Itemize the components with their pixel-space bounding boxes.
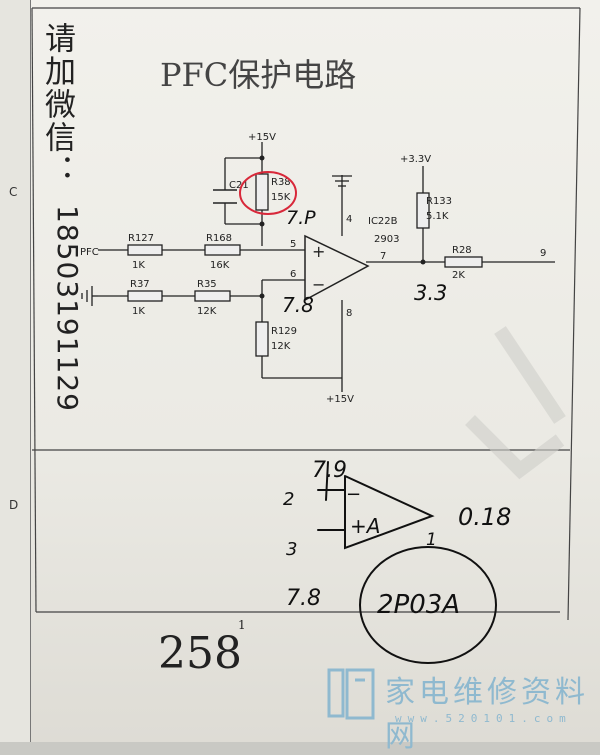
- pfc-input-label: PFC: [80, 247, 99, 258]
- hw-out-voltage: 3.3: [414, 281, 447, 305]
- hw-small-plus-voltage: 7.9: [312, 458, 347, 483]
- hw-pin5-voltage: 7.P: [286, 207, 316, 229]
- capacitor-c21: [213, 189, 237, 204]
- section-letter-c: C: [9, 185, 18, 199]
- resistor-r129: [255, 321, 269, 357]
- pin-minus: 6: [290, 269, 296, 280]
- junction-dots: [259, 155, 426, 299]
- wechat-number: 18503191129: [51, 205, 84, 412]
- watermark-site-name: 家电维修资料网: [385, 675, 589, 754]
- hw-pin-2: 2: [283, 489, 294, 510]
- circuit-labels: +15V +15V +3.3V PFC C21 R38 15K R127 1K …: [80, 132, 546, 405]
- page-number: 258: [158, 628, 242, 679]
- pin-gnd: 8: [346, 308, 352, 319]
- resistor-r133: [416, 192, 430, 229]
- ic-name: IC22B: [368, 216, 398, 227]
- r168-name: R168: [206, 233, 232, 244]
- r35-value: 12K: [197, 306, 217, 317]
- opamp-plus-sign: +: [312, 242, 325, 261]
- handwritten-opamp-sketch: [317, 461, 497, 664]
- r37-name: R37: [130, 279, 150, 290]
- section-letter-d: D: [9, 498, 19, 512]
- out-node-label: 9: [540, 248, 546, 259]
- v33-label: +3.3V: [400, 154, 431, 165]
- hw-small-minus-voltage: 7.8: [286, 586, 321, 611]
- resistor-r28: [444, 256, 483, 268]
- watermark-url: www.520101.com: [395, 712, 572, 725]
- page-title: PFC保护电路: [160, 56, 356, 94]
- resistor-r127: [127, 244, 163, 256]
- resistor-r37: [127, 290, 163, 302]
- hw-small-minus-sign: −: [346, 484, 361, 505]
- vplus-top-label: +15V: [248, 132, 276, 143]
- left-margin-strip: [0, 0, 31, 742]
- hw-chip-label: 2P03A: [377, 590, 460, 620]
- pin-plus: 5: [290, 239, 296, 250]
- r28-value: 2K: [452, 270, 465, 281]
- r28-name: R28: [452, 245, 472, 256]
- resistor-r38: [255, 173, 269, 211]
- r168-value: 16K: [210, 260, 230, 271]
- red-highlight-circle: [239, 171, 297, 215]
- handwritten-notes: 7.P 7.8 3.3 7.9 2 3 7.8 − +A 1 0.18 2P03…: [282, 207, 511, 620]
- r37-value: 1K: [132, 306, 145, 317]
- vplus-bottom-label: +15V: [326, 394, 354, 405]
- wires: [81, 142, 555, 392]
- hw-small-plus-sign: +A: [350, 514, 380, 538]
- r38-name: R38: [271, 177, 291, 188]
- pin-vcc: 4: [346, 214, 352, 225]
- resistor-r35: [194, 290, 231, 302]
- resistors: [127, 173, 483, 357]
- ic-part: 2903: [374, 234, 399, 245]
- r129-name: R129: [271, 326, 297, 337]
- frame-lines: [31, 7, 581, 621]
- hw-small-out-voltage: 0.18: [458, 503, 511, 531]
- opamp-triangle: [304, 234, 370, 302]
- c21-label: C21: [229, 180, 249, 191]
- resistor-r168: [204, 244, 241, 256]
- r127-value: 1K: [132, 260, 145, 271]
- r35-name: R35: [197, 279, 217, 290]
- watermark-logo-icon: [327, 668, 375, 720]
- r129-value: 12K: [271, 341, 291, 352]
- r38-value: 15K: [271, 192, 291, 203]
- hw-pin6-voltage: 7.8: [282, 293, 314, 317]
- r127-name: R127: [128, 233, 154, 244]
- hw-pin-3: 3: [286, 539, 297, 560]
- page-number-superscript: 1: [238, 618, 246, 632]
- r133-name: R133: [426, 196, 452, 207]
- wechat-label: 请加微信：: [39, 22, 75, 187]
- opamp-minus-sign: −: [312, 275, 325, 294]
- hw-pin-1: 1: [426, 530, 437, 550]
- faint-background-watermark: [465, 326, 566, 480]
- r133-value: 5.1K: [426, 211, 449, 222]
- pin-out: 7: [380, 251, 386, 262]
